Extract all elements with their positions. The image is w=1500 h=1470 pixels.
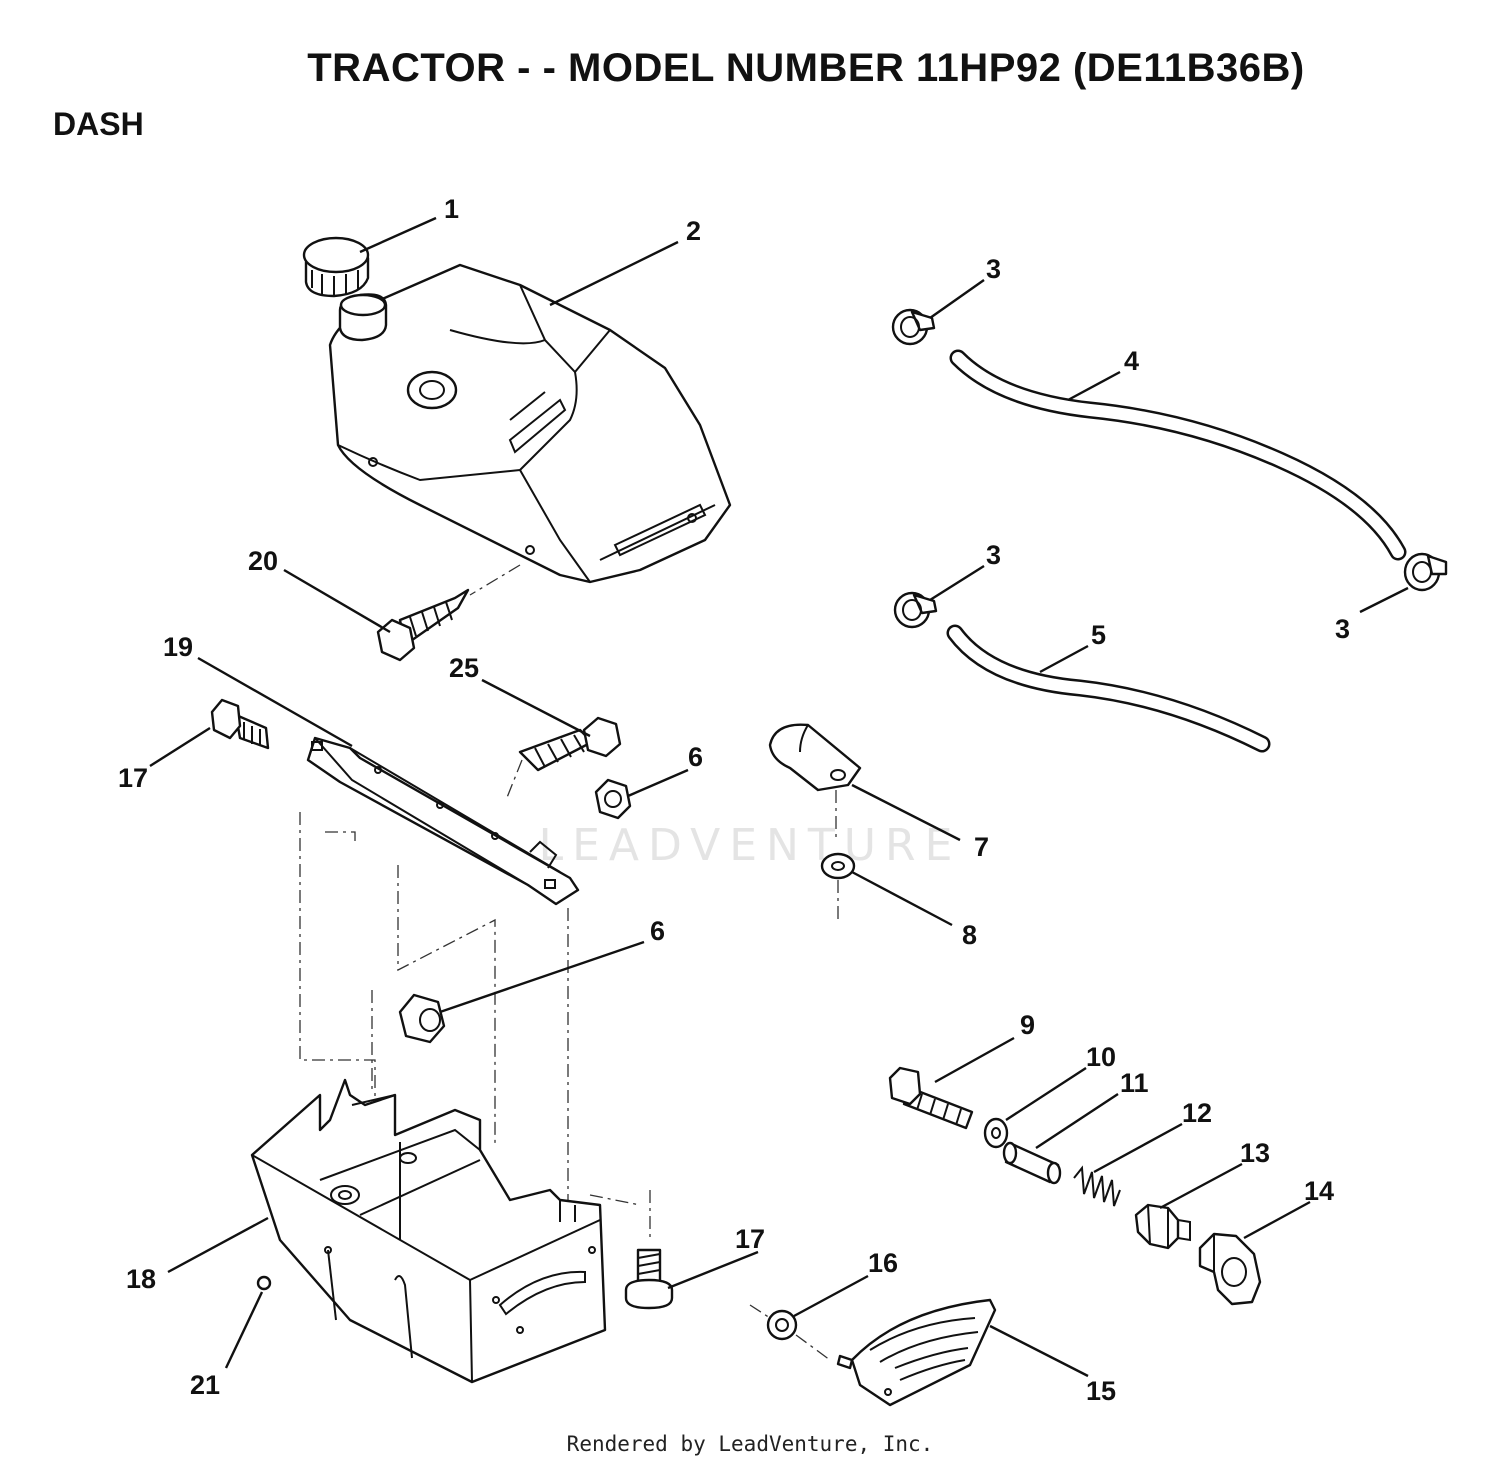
callout-15: 15 (1086, 1376, 1116, 1406)
hose-clamp-right[interactable] (1403, 552, 1448, 592)
watermark-text: LEADVENTURE (538, 820, 962, 871)
bolt-17-lower[interactable] (624, 1248, 674, 1310)
callout-3-right: 3 (1335, 614, 1350, 644)
fuel-hose-lower[interactable] (946, 624, 1271, 753)
nut-6-lower[interactable] (398, 993, 446, 1044)
bolt-17-upper[interactable] (210, 698, 270, 750)
callout-20: 20 (248, 546, 278, 576)
callout-18: 18 (126, 1264, 156, 1294)
callout-2: 2 (686, 216, 701, 246)
screw-20[interactable] (376, 588, 470, 662)
retainer-13[interactable] (1134, 1203, 1191, 1250)
footer-credit: Rendered by LeadVenture, Inc. (566, 1432, 934, 1456)
section-label: DASH (53, 106, 144, 142)
callout-5: 5 (1091, 620, 1106, 650)
bolt-25[interactable] (505, 716, 622, 801)
bolt-9[interactable] (888, 1066, 974, 1130)
callout-21: 21 (190, 1370, 220, 1400)
lever-hub-14[interactable] (1198, 1232, 1262, 1306)
callout-12: 12 (1182, 1098, 1212, 1128)
page-title: TRACTOR - - MODEL NUMBER 11HP92 (DE11B36… (307, 46, 1305, 90)
callout-14: 14 (1304, 1176, 1334, 1206)
callout-11: 11 (1120, 1068, 1149, 1098)
callout-17-lower: 17 (735, 1224, 765, 1254)
hose-clamp-middle[interactable] (893, 591, 938, 629)
spring-12[interactable] (1073, 1165, 1121, 1207)
washer-10[interactable] (983, 1117, 1009, 1149)
leader-lines (149, 216, 1409, 1378)
dash-panel[interactable] (250, 1078, 607, 1384)
fuel-hose-upper[interactable] (949, 349, 1407, 561)
hose-clamp-bracket[interactable] (768, 723, 862, 840)
callout-6-lower: 6 (650, 916, 665, 946)
hose-clamp-top[interactable] (891, 308, 936, 346)
callout-10: 10 (1086, 1042, 1116, 1072)
callout-17-upper: 17 (118, 763, 148, 793)
callout-4: 4 (1124, 346, 1139, 376)
washer-8[interactable] (820, 852, 856, 920)
plug-21[interactable] (256, 1275, 272, 1291)
callout-16: 16 (868, 1248, 898, 1278)
fuel-tank[interactable] (328, 263, 732, 596)
callout-3-middle: 3 (986, 540, 1001, 570)
callout-3-top: 3 (986, 254, 1001, 284)
callout-numbers: 1 2 3 4 3 3 5 20 19 25 17 6 7 8 6 9 10 1… (118, 194, 1350, 1406)
nut-16[interactable] (749, 1304, 831, 1361)
callout-7: 7 (974, 832, 989, 862)
dash-support-bracket[interactable] (306, 736, 580, 906)
callout-6-upper: 6 (688, 742, 703, 772)
nut-6-upper[interactable] (594, 778, 632, 820)
callout-19: 19 (163, 632, 193, 662)
callout-1: 1 (444, 194, 459, 224)
callout-13: 13 (1240, 1138, 1270, 1168)
callout-25: 25 (449, 653, 479, 683)
spacer-11[interactable] (1002, 1141, 1062, 1185)
callout-8: 8 (962, 920, 977, 950)
throttle-plate-15[interactable] (836, 1298, 997, 1407)
fuel-cap[interactable] (302, 236, 370, 298)
assembly-guide-lines (299, 812, 651, 1240)
callout-9: 9 (1020, 1010, 1035, 1040)
